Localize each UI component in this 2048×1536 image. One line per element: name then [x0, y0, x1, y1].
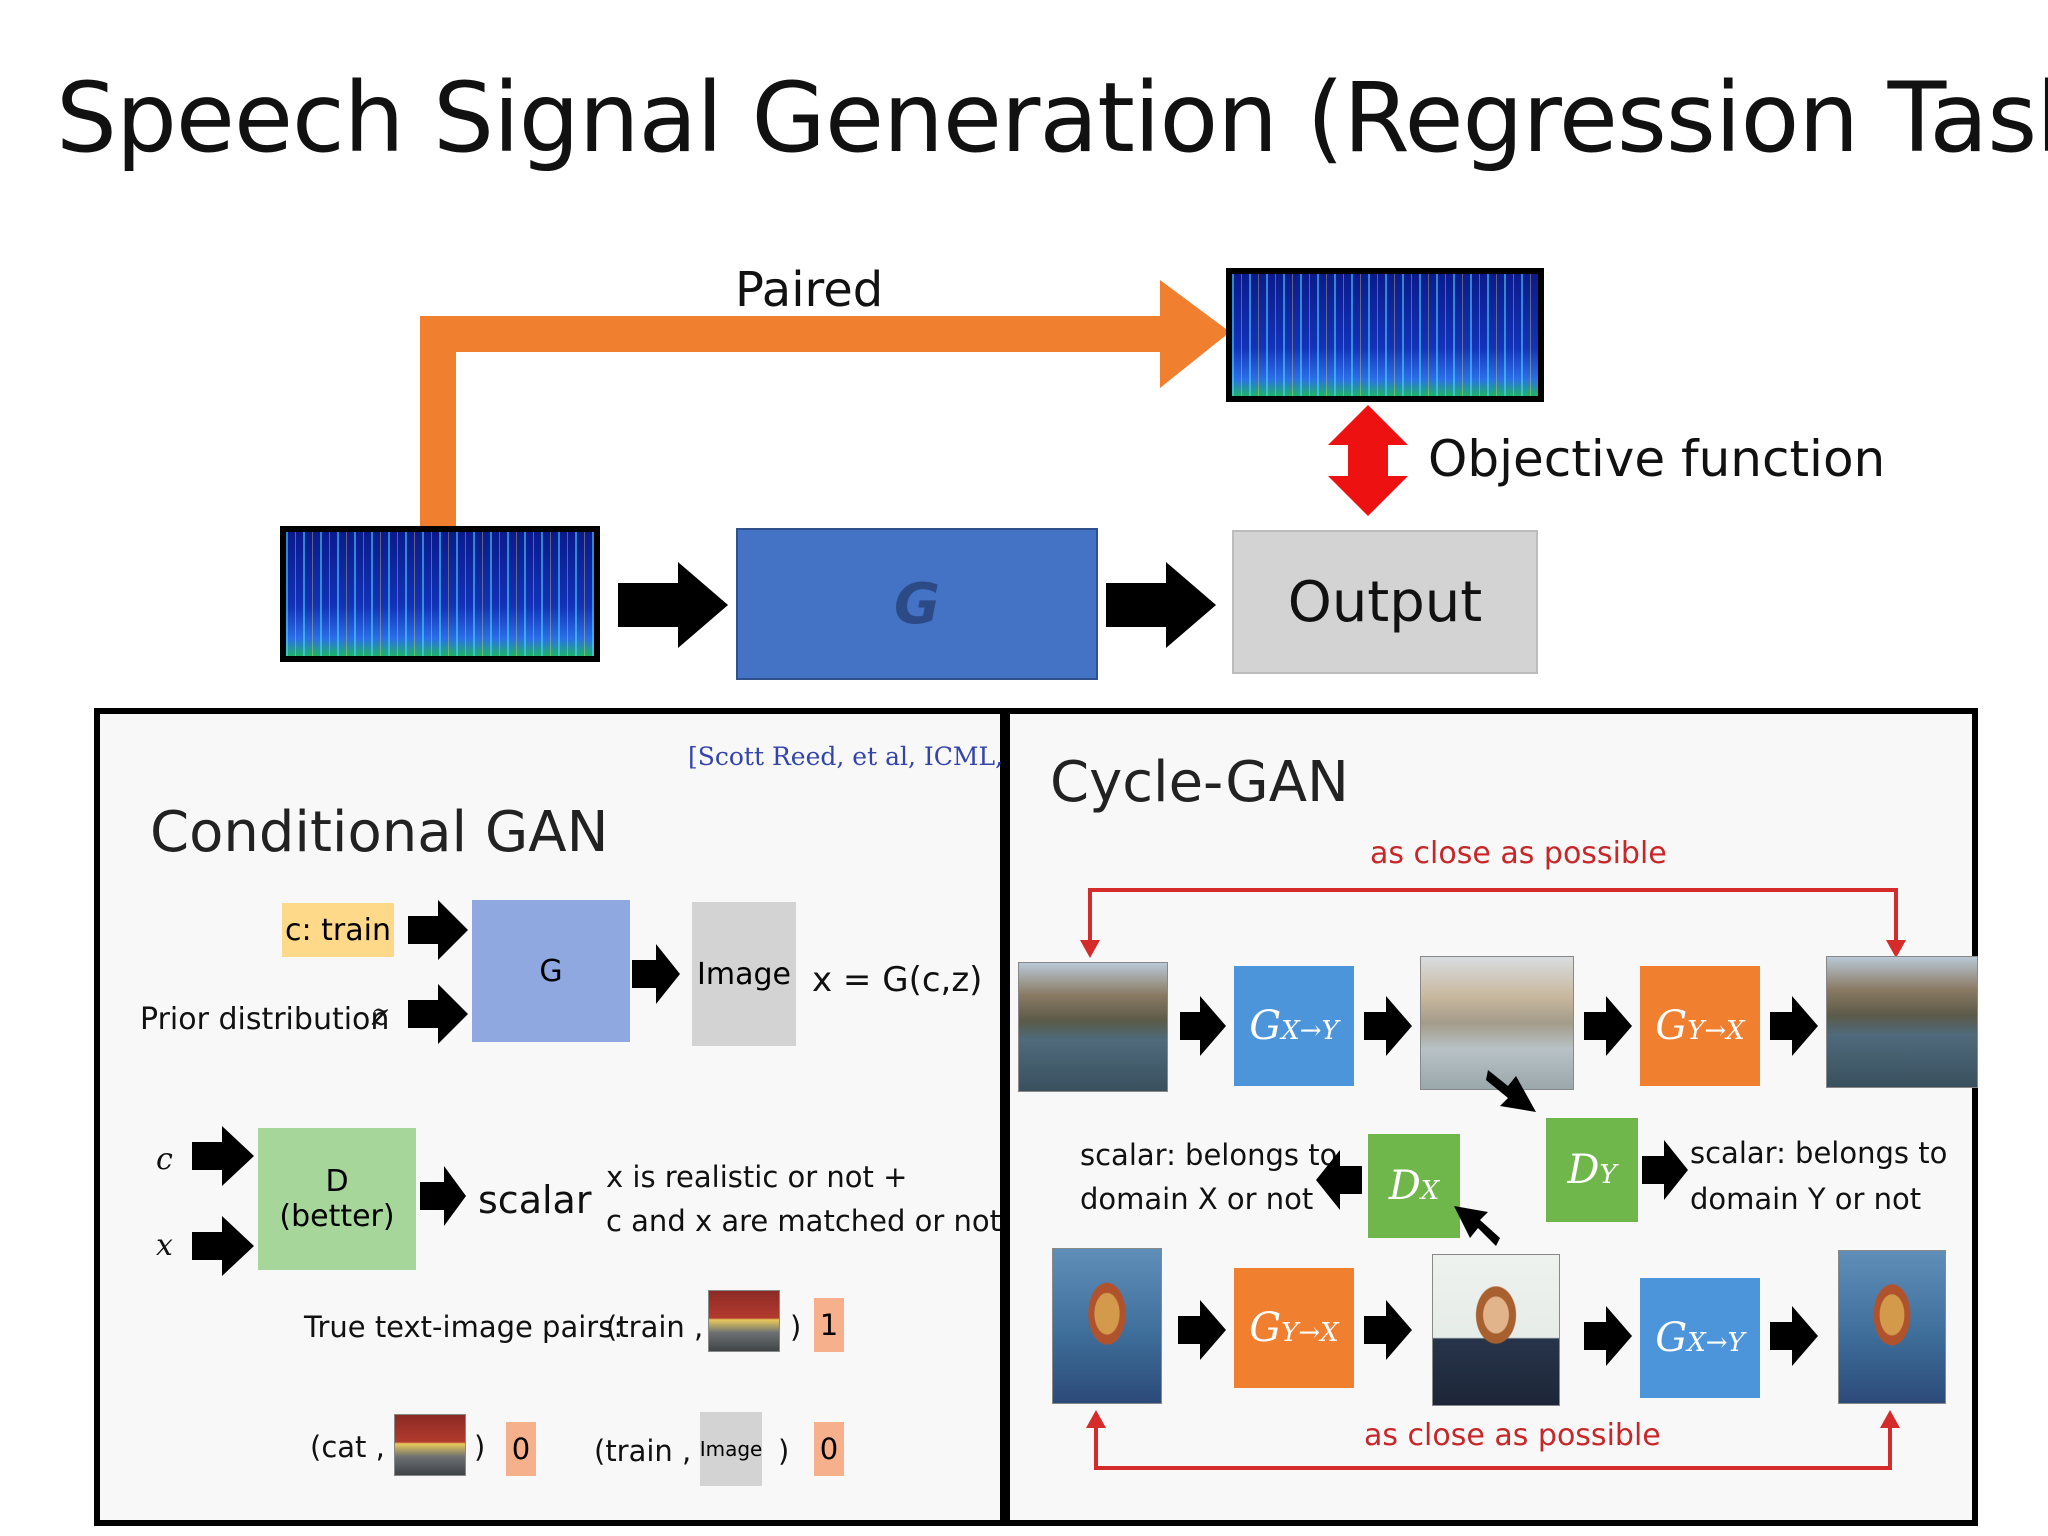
pair3-open: (train , — [594, 1434, 692, 1468]
vangogh-reconstructed — [1838, 1250, 1946, 1404]
cg-image-label: Image — [697, 956, 791, 992]
pair1-open: (train , — [606, 1310, 704, 1344]
conditional-gan-panel — [94, 708, 1006, 1526]
d-x-letter: D — [1388, 1163, 1421, 1209]
scalar-x-line2: domain X or not — [1080, 1182, 1314, 1216]
z-symbol: z — [372, 998, 388, 1033]
g-xy-bottom-letter: G — [1655, 1315, 1688, 1361]
vangogh-painting — [1052, 1248, 1162, 1404]
g-yx-bottom: GY→X — [1234, 1268, 1354, 1388]
pair1-close: ) — [790, 1310, 802, 1344]
equation: x = G(c,z) — [812, 960, 983, 1000]
generator-box: G — [736, 528, 1098, 680]
objective-label: Objective function — [1428, 430, 1886, 488]
pair3-image-label: Image — [699, 1437, 763, 1461]
pair1-score: 1 — [814, 1298, 844, 1352]
prior-label: Prior distribution — [140, 1002, 390, 1037]
train-photo-2 — [394, 1414, 466, 1476]
g-yx-top-letter: G — [1655, 1003, 1688, 1049]
d-x-sub: X — [1420, 1176, 1440, 1206]
g-xy-top-letter: G — [1249, 1003, 1282, 1049]
scalar-label: scalar — [478, 1178, 592, 1222]
generator-label: G — [894, 571, 940, 637]
pair3-close: ) — [778, 1434, 790, 1468]
pairs-label: True text-image pairs: — [304, 1310, 624, 1344]
objective-double-arrow — [1328, 405, 1408, 516]
g-yx-bottom-sub: Y→X — [1281, 1318, 1339, 1348]
d-y-letter: D — [1567, 1147, 1600, 1193]
condition-realistic: x is realistic or not + — [606, 1160, 908, 1194]
arrow-input-to-g — [618, 562, 728, 648]
close-top-label: as close as possible — [1370, 836, 1667, 871]
pair3-image-box: Image — [700, 1412, 762, 1486]
scalar-x-line1: scalar: belongs to — [1080, 1138, 1338, 1172]
g-yx-bottom-letter: G — [1249, 1305, 1282, 1351]
slide-title: Speech Signal Generation (Regression Tas… — [56, 62, 2048, 174]
x-symbol: x — [156, 1228, 173, 1263]
train-photo — [708, 1290, 780, 1352]
condition-matched: c and x are matched or not — [606, 1204, 1001, 1238]
pair2-score: 0 — [506, 1422, 536, 1476]
input-spectrogram — [280, 526, 600, 662]
canal-photo-painted — [1420, 956, 1574, 1090]
cg-generator-box: G — [472, 900, 630, 1042]
g-xy-bottom: GX→Y — [1640, 1278, 1760, 1398]
d-y-sub: Y — [1599, 1160, 1617, 1190]
paired-label: Paired — [735, 262, 884, 318]
target-spectrogram — [1226, 268, 1544, 402]
g-yx-top-sub: Y→X — [1687, 1016, 1745, 1046]
discriminator-label: D — [325, 1164, 349, 1199]
output-box: Output — [1232, 530, 1538, 674]
g-xy-top: GX→Y — [1234, 966, 1354, 1086]
d-x-box: DX — [1368, 1134, 1460, 1238]
pair2-open: (cat , — [310, 1430, 385, 1464]
discriminator-box: D (better) — [258, 1128, 416, 1270]
output-label: Output — [1287, 569, 1483, 635]
g-yx-top: GY→X — [1640, 966, 1760, 1086]
canal-photo-reconstructed — [1826, 956, 1978, 1088]
g-xy-top-sub: X→Y — [1281, 1016, 1339, 1046]
close-bottom-label: as close as possible — [1364, 1418, 1661, 1453]
discriminator-sublabel: (better) — [279, 1199, 395, 1234]
cg-generator-label: G — [539, 953, 563, 989]
conditional-gan-title: Conditional GAN — [150, 800, 609, 865]
cycle-gan-title: Cycle-GAN — [1050, 750, 1349, 815]
pair3-score: 0 — [814, 1422, 844, 1476]
cg-image-box: Image — [692, 902, 796, 1046]
d-y-box: DY — [1546, 1118, 1638, 1222]
scalar-y-line1: scalar: belongs to — [1690, 1136, 1948, 1170]
canal-photo-real — [1018, 962, 1168, 1092]
vangogh-photo — [1432, 1254, 1560, 1406]
g-xy-bottom-sub: X→Y — [1687, 1328, 1745, 1358]
pair2-close: ) — [474, 1430, 486, 1464]
c-train-label: c: train — [282, 903, 394, 957]
scalar-y-line2: domain Y or not — [1690, 1182, 1922, 1216]
c-symbol: c — [156, 1142, 173, 1177]
arrow-g-to-output — [1106, 562, 1216, 648]
